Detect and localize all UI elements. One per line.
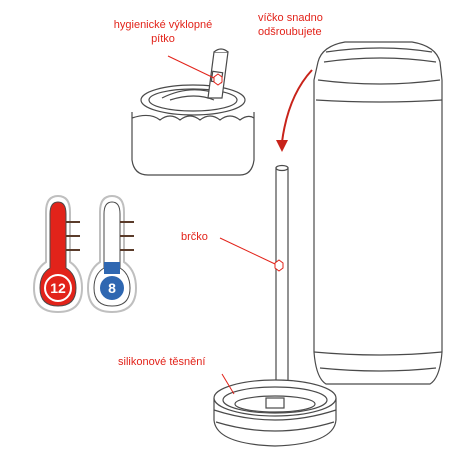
pointer-line-straw xyxy=(219,237,276,265)
lid-label-line2: odšroubujete xyxy=(258,26,322,38)
cold-scale-ticks xyxy=(120,221,134,251)
cold-thermometer xyxy=(86,194,138,314)
straw-label: brčko xyxy=(181,231,208,243)
unscrew-arrow-head xyxy=(276,140,288,152)
flip-straw-label-line1: hygienické výklopné xyxy=(113,19,213,31)
flip-straw-label-line2: pítko xyxy=(151,33,175,45)
hot-thermometer xyxy=(32,194,84,314)
flip-straw-label: hygienické výklopné pítko xyxy=(98,18,228,46)
straw xyxy=(275,164,289,401)
lid xyxy=(131,84,255,176)
hot-scale-ticks xyxy=(66,221,80,251)
pointer-line-flip-straw xyxy=(167,55,215,79)
pointer-marker-flip-straw xyxy=(213,73,223,86)
lid-label: víčko snadno odšroubujete xyxy=(258,11,323,39)
pointer-line-seal xyxy=(221,373,235,395)
cold-thermometer-value: 8 xyxy=(108,280,116,296)
unscrew-arrow xyxy=(281,69,313,143)
hot-thermometer-value: 12 xyxy=(50,280,66,296)
lid-label-line1: víčko snadno xyxy=(258,12,323,24)
seal-label: silikonové těsnění xyxy=(118,356,206,368)
can-body xyxy=(313,41,443,385)
seal-ring xyxy=(213,379,337,447)
pointer-marker-straw xyxy=(274,259,284,272)
